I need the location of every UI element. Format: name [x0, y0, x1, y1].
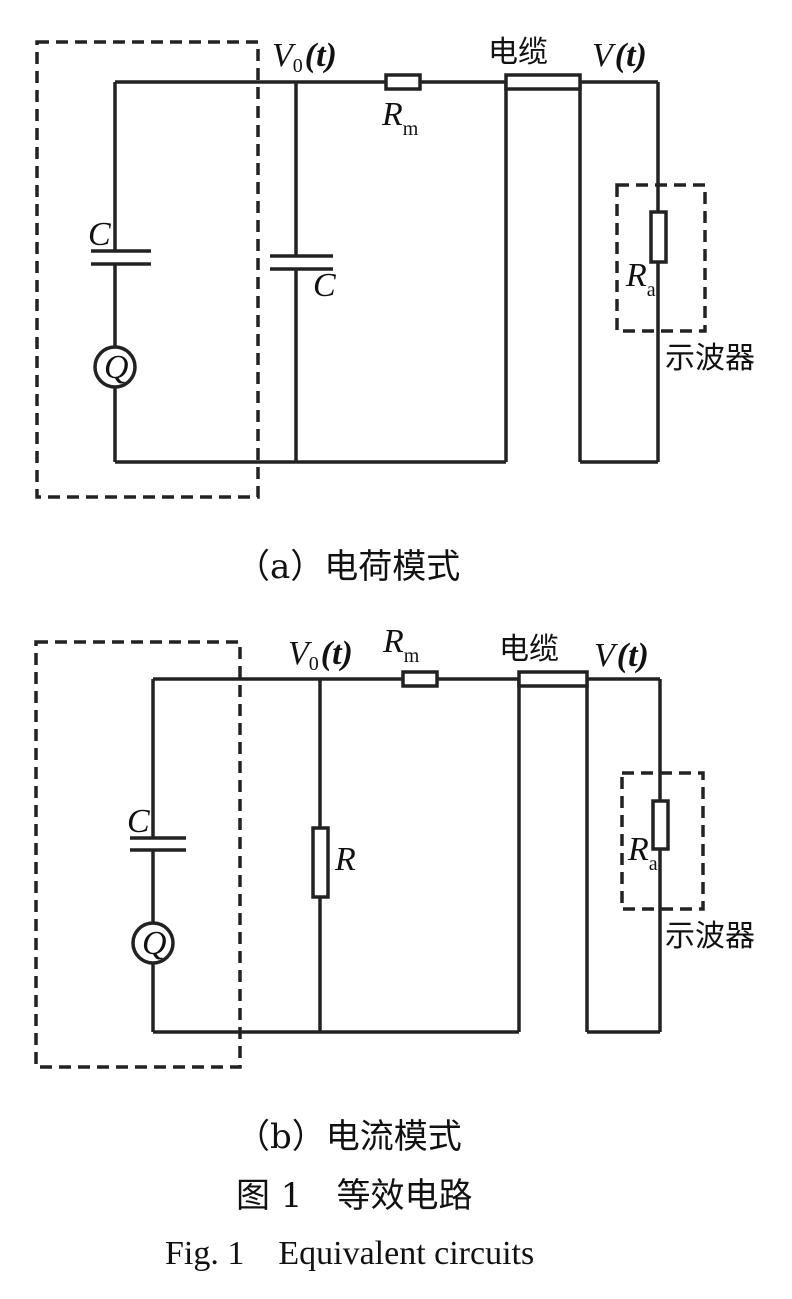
v-label-a: V(t)	[592, 37, 647, 74]
rm-label-b: Rm	[382, 623, 420, 667]
v0-label-b: V0(t)	[288, 635, 353, 675]
v0-label-a: V0(t)	[272, 37, 337, 77]
circuit-a: V0(t) Rm 电缆 V(t) C C Q Ra 示波器	[35, 35, 755, 499]
ra-label-a: Ra	[625, 257, 656, 301]
oscilloscope-label-b: 示波器	[665, 919, 755, 954]
caption-b: （b）电流模式	[236, 1117, 462, 1157]
cable-a	[504, 73, 582, 91]
circuit-b: V0(t) Rm 电缆 V(t) C R Q Ra 示波器	[34, 623, 755, 1069]
resistor-rm-b	[401, 670, 439, 688]
resistor-label-b: R	[334, 841, 356, 878]
oscilloscope-box-b	[620, 771, 705, 911]
oscilloscope-label-a: 示波器	[665, 341, 755, 376]
rm-label-a: Rm	[381, 96, 419, 140]
ra-label-b: Ra	[627, 831, 658, 875]
cable-b	[517, 670, 589, 688]
capacitor-label-a-shunt: C	[313, 267, 336, 304]
figure-caption-en: Fig. 1 Equivalent circuits	[165, 1235, 534, 1272]
charge-label-b: Q	[142, 925, 167, 962]
cable-label-a: 电缆	[488, 35, 548, 70]
charge-label-a: Q	[104, 349, 129, 386]
resistor-r-b	[311, 826, 330, 899]
resistor-ra-a	[649, 210, 668, 264]
resistor-rm-a	[384, 73, 422, 91]
capacitor-label-a-source: C	[88, 216, 111, 253]
cable-label-b: 电缆	[499, 632, 559, 667]
resistor-ra-b	[651, 799, 670, 851]
sensor-box-b	[34, 640, 242, 1069]
figure-caption-cn: 图 1 等效电路	[236, 1176, 472, 1216]
caption-a: （a）电荷模式	[236, 547, 460, 587]
capacitor-label-b: C	[127, 803, 150, 840]
v-label-b: V(t)	[594, 637, 649, 674]
sensor-box-a	[35, 40, 260, 499]
oscilloscope-box-a	[615, 183, 707, 333]
